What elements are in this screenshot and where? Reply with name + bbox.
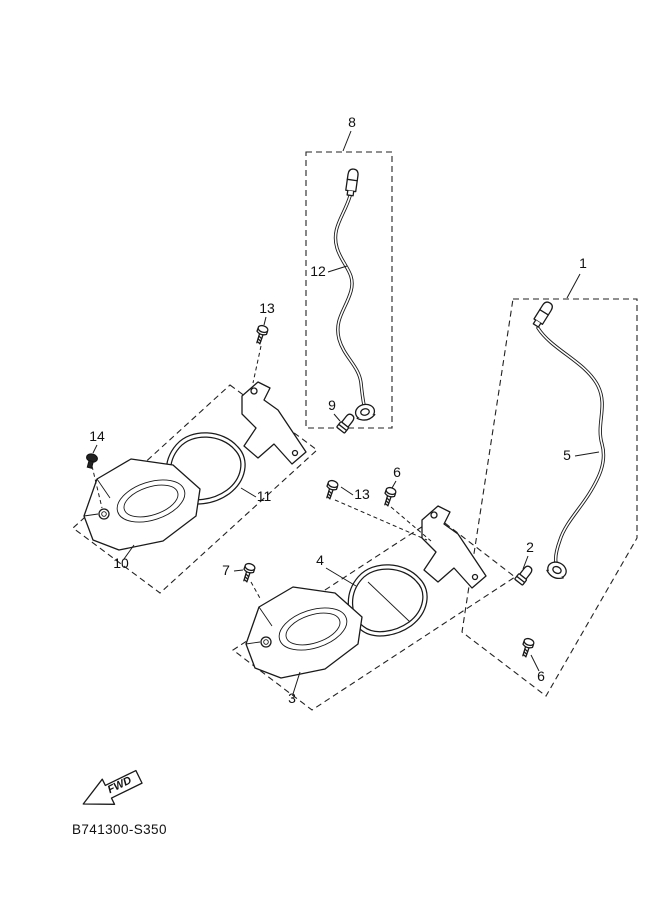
drawing-code: B741300-S350 — [72, 822, 167, 837]
screw-13-lower — [322, 478, 340, 501]
flange-bolt-14 — [83, 452, 99, 470]
connector-terminal-12 — [344, 167, 360, 197]
housing-10 — [83, 458, 201, 551]
callout-part-2: 2 — [526, 539, 534, 555]
assembly-box-harness-1 — [461, 298, 638, 697]
fwd-arrow-shape — [82, 769, 143, 805]
callout-part-5: 5 — [563, 447, 571, 463]
callout-part-13-upper: 13 — [259, 300, 275, 316]
stay-bracket-lower — [421, 505, 487, 589]
screw-6-lower — [518, 636, 536, 659]
callout-part-3: 3 — [288, 690, 296, 706]
callout-part-4: 4 — [316, 552, 324, 568]
callout-part-12: 12 — [310, 263, 326, 279]
callout-part-6-upper: 6 — [393, 464, 401, 480]
wire-harness-12 — [333, 167, 377, 423]
bulb-9 — [335, 411, 357, 434]
stay-bracket-upper — [241, 381, 307, 465]
callout-part-14: 14 — [89, 428, 105, 444]
callout-part-10: 10 — [113, 555, 129, 571]
callout-part-9: 9 — [328, 397, 336, 413]
fwd-arrow: FWD — [82, 769, 143, 805]
callout-part-13-lower: 13 — [354, 486, 370, 502]
bulb-2 — [513, 563, 535, 586]
bulb-socket-5 — [544, 558, 570, 582]
callout-part-8: 8 — [348, 114, 356, 130]
screw-6-upper — [380, 485, 398, 508]
housing-3 — [245, 586, 363, 679]
callout-part-1: 1 — [579, 255, 587, 271]
callout-part-7: 7 — [222, 562, 230, 578]
callout-part-11: 11 — [257, 488, 272, 504]
callout-leader-lines — [92, 130, 600, 695]
bulb-socket-12 — [353, 402, 377, 423]
screw-7 — [239, 561, 257, 584]
assembly-axis-dashed-lines — [91, 345, 432, 601]
connector-terminal-5 — [530, 299, 555, 329]
callout-part-6-lower: 6 — [537, 668, 545, 684]
wire-harness-5 — [530, 299, 606, 582]
screw-13-upper — [252, 323, 270, 346]
